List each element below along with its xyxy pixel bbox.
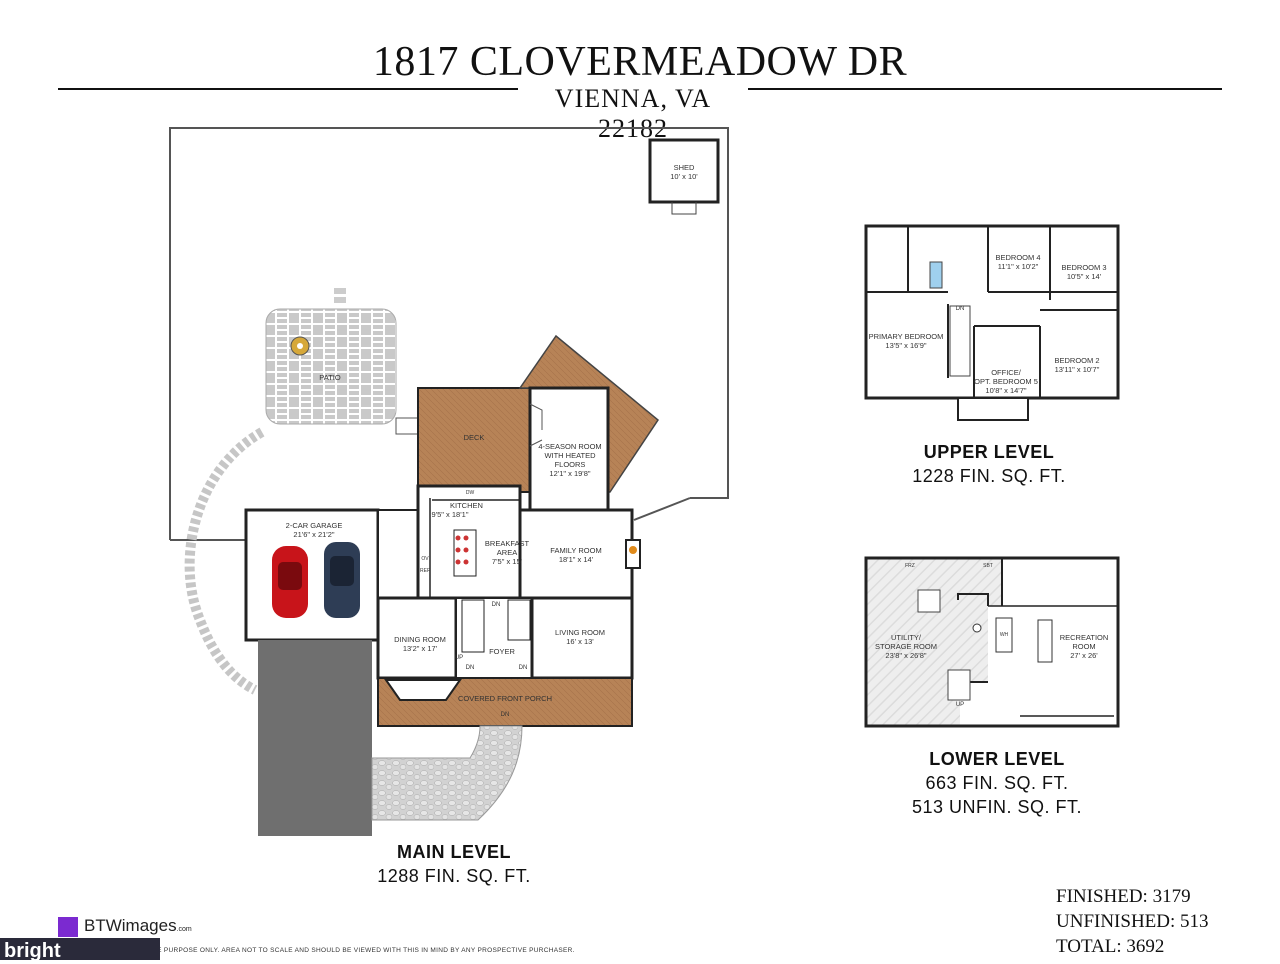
- svg-text:DN: DN: [956, 306, 965, 312]
- deck-label: DECK: [464, 433, 485, 442]
- svg-text:SBT: SBT: [983, 563, 993, 569]
- svg-text:RECREATION: RECREATION: [1060, 633, 1109, 642]
- shed-dims: 10' x 10': [670, 172, 698, 181]
- svg-text:23'8" x 26'8": 23'8" x 26'8": [885, 651, 926, 660]
- four-season-room: 4-SEASON ROOM WITH HEATED FLOORS 12'1" x…: [528, 386, 610, 512]
- svg-text:LIVING ROOM: LIVING ROOM: [555, 628, 605, 637]
- svg-text:UP: UP: [455, 655, 463, 661]
- bright-logo: bright: [0, 938, 160, 962]
- svg-text:18'1" x 14': 18'1" x 14': [559, 555, 594, 564]
- total-finished: FINISHED: 3179: [1056, 886, 1191, 907]
- svg-text:FLOORS: FLOORS: [555, 460, 586, 469]
- upper-level-area: 1228 FIN. SQ. FT.: [912, 466, 1066, 486]
- svg-text:21'6" x 21'2": 21'6" x 21'2": [293, 530, 334, 539]
- svg-text:10'5" x 14': 10'5" x 14': [1067, 272, 1102, 281]
- svg-text:DN: DN: [501, 712, 510, 718]
- svg-text:BREAKFAST: BREAKFAST: [485, 539, 530, 548]
- svg-text:WH: WH: [1000, 632, 1009, 638]
- driveway: [258, 640, 372, 836]
- svg-text:16' x 13': 16' x 13': [566, 637, 594, 646]
- total-all: TOTAL: 3692: [1056, 936, 1165, 957]
- front-porch: COVERED FRONT PORCH DN: [377, 677, 633, 727]
- svg-text:12'1" x 19'8": 12'1" x 19'8": [549, 469, 590, 478]
- svg-text:COVERED FRONT PORCH: COVERED FRONT PORCH: [458, 694, 552, 703]
- svg-text:REF: REF: [420, 568, 430, 574]
- page-title: 1817 CLOVERMEADOW DR: [372, 39, 908, 85]
- svg-text:BEDROOM 3: BEDROOM 3: [1061, 263, 1106, 272]
- shed-label: SHED: [674, 163, 695, 172]
- svg-text:UP: UP: [956, 702, 964, 708]
- total-unfinished: UNFINISHED: 513: [1056, 911, 1209, 932]
- svg-text:DW: DW: [466, 490, 475, 496]
- svg-text:11'1" x 10'2": 11'1" x 10'2": [998, 262, 1039, 271]
- patio: PATIO DN: [265, 308, 432, 435]
- main-level-title: MAIN LEVEL: [396, 842, 511, 862]
- btw-logo-icon: [58, 917, 78, 937]
- svg-text:13'2" x 17': 13'2" x 17': [403, 644, 438, 653]
- main-level-area: 1288 FIN. SQ. FT.: [377, 866, 531, 886]
- lower-level-area-finished: 663 FIN. SQ. FT.: [925, 773, 1069, 793]
- svg-text:DN: DN: [466, 665, 475, 671]
- svg-text:BEDROOM 4: BEDROOM 4: [995, 253, 1040, 262]
- disclaimer: ATIVE PURPOSE ONLY. AREA NOT TO SCALE AN…: [142, 947, 575, 954]
- stepping-path: [184, 427, 265, 695]
- upper-level-plan: BEDROOM 4 11'1" x 10'2" BEDROOM 3 10'5" …: [864, 224, 1120, 421]
- main-house: [376, 484, 641, 701]
- lot-boundary: [169, 127, 729, 540]
- page-subtitle: VIENNA, VA 22182: [518, 84, 748, 144]
- svg-text:2-CAR GARAGE: 2-CAR GARAGE: [286, 521, 343, 530]
- svg-text:10'8" x 14'7": 10'8" x 14'7": [985, 386, 1026, 395]
- svg-text:13'11" x 10'7": 13'11" x 10'7": [1055, 365, 1100, 374]
- svg-text:ROOM: ROOM: [1072, 642, 1095, 651]
- svg-text:WITH HEATED: WITH HEATED: [544, 451, 596, 460]
- upper-level-title: UPPER LEVEL: [923, 442, 1055, 462]
- svg-text:DINING ROOM: DINING ROOM: [394, 635, 446, 644]
- svg-text:UTILITY/: UTILITY/: [891, 633, 922, 642]
- svg-text:KITCHEN: KITCHEN: [450, 501, 483, 510]
- svg-text:OFFICE/: OFFICE/: [991, 368, 1021, 377]
- svg-text:PRIMARY BEDROOM: PRIMARY BEDROOM: [869, 332, 944, 341]
- totals: FINISHED: 3179 UNFINISHED: 513 TOTAL: 36…: [1056, 884, 1276, 959]
- svg-text:FOYER: FOYER: [489, 647, 515, 656]
- svg-text:4-SEASON ROOM: 4-SEASON ROOM: [538, 442, 601, 451]
- svg-text:FRZ: FRZ: [905, 563, 915, 569]
- svg-text:OPT. BEDROOM 5: OPT. BEDROOM 5: [974, 377, 1038, 386]
- svg-text:STORAGE ROOM: STORAGE ROOM: [875, 642, 937, 651]
- garage: 2-CAR GARAGE 21'6" x 21'2" W D: [244, 508, 413, 642]
- svg-text:OV: OV: [421, 556, 429, 562]
- patio-label: PATIO: [319, 373, 341, 382]
- svg-text:BEDROOM 2: BEDROOM 2: [1054, 356, 1099, 365]
- lower-level-title: LOWER LEVEL: [929, 749, 1065, 769]
- svg-text:9'5" x 18'1": 9'5" x 18'1": [432, 510, 469, 519]
- svg-text:13'5" x 16'9": 13'5" x 16'9": [885, 341, 926, 350]
- lower-level-area-unfinished: 513 UNFIN. SQ. FT.: [911, 797, 1083, 817]
- svg-text:27' x 26': 27' x 26': [1070, 651, 1098, 660]
- svg-text:AREA: AREA: [497, 548, 517, 557]
- svg-text:DN: DN: [519, 665, 528, 671]
- svg-text:FAMILY ROOM: FAMILY ROOM: [550, 546, 601, 555]
- btw-logo-text: BTWimages.com: [84, 916, 192, 935]
- walkway: [371, 725, 523, 821]
- shed: SHED 10' x 10': [648, 138, 720, 215]
- lower-level-plan: UTILITY/ STORAGE ROOM 23'8" x 26'8" RECR…: [864, 556, 1120, 728]
- svg-text:DN: DN: [492, 602, 501, 608]
- svg-text:7'5" x 15': 7'5" x 15': [492, 557, 523, 566]
